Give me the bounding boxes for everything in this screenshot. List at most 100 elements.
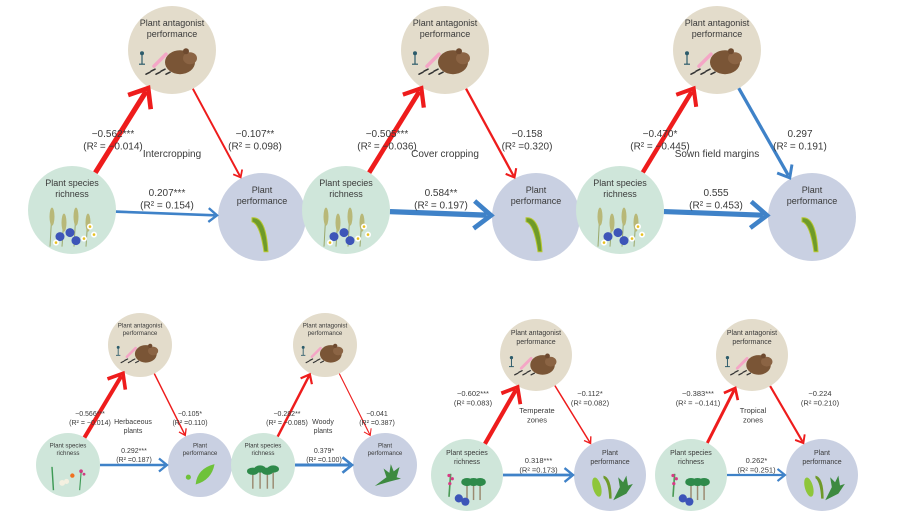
node-label-line: performance <box>237 196 288 206</box>
dropping-icon <box>438 71 444 75</box>
panel-title-line: Intercropping <box>143 149 201 160</box>
vial-icon <box>125 346 137 359</box>
coef-label-richness-performance-line: 0.584** <box>425 188 458 199</box>
arrow-antagonist-to-performance <box>153 373 187 437</box>
dropping-icon <box>120 360 125 364</box>
arrow-richness-to-antagonist-head <box>675 85 699 108</box>
node-label-line: richness <box>603 189 637 199</box>
arrow-richness-to-performance-head <box>748 199 771 230</box>
coef-label-richness-performance-line: 0.318*** <box>525 456 553 465</box>
arrow-richness-to-antagonist <box>367 85 426 174</box>
leaf-icon <box>185 464 215 485</box>
dropping-icon <box>734 370 739 374</box>
arrow-richness-to-antagonist-shaft <box>705 389 736 444</box>
mouse-pest-icon <box>116 343 159 364</box>
node-label-line: performance <box>183 450 218 457</box>
coef-label-richness-antagonist: −0.562***(R² = −0.014) <box>83 129 142 153</box>
node-label-line: richness <box>678 459 705 466</box>
dropping-icon <box>738 372 743 376</box>
node-label: Plant species richness <box>670 450 712 466</box>
arrow-richness-to-performance <box>503 467 575 483</box>
arrow-antagonist-to-performance-shaft <box>554 385 591 443</box>
dropping-icon <box>127 360 132 364</box>
node-label-line: performance <box>420 29 471 39</box>
coef-label-antagonist-performance-line: −0.224 <box>808 389 831 398</box>
vial-icon <box>152 52 168 68</box>
node-label-line: Plant antagonist <box>413 18 478 28</box>
node-label-line: performance <box>308 330 343 337</box>
coef-label-richness-antagonist-line: −0.566*** <box>75 411 105 418</box>
coef-label-richness-performance-line: (R² = 0.154) <box>140 201 194 212</box>
node-label-line: richness <box>56 450 79 457</box>
node-circle <box>353 433 417 497</box>
dropping-icon <box>690 71 696 75</box>
node-label-line: Plant antagonist <box>511 330 561 337</box>
node-circle <box>492 173 580 261</box>
coef-label-richness-antagonist: −0.282**(R² = −0.085) <box>266 411 308 427</box>
dropping-icon <box>742 370 747 374</box>
node-label-line: performance <box>787 196 838 206</box>
vial-icon <box>425 52 441 68</box>
arrow-antagonist-to-performance-shaft <box>338 373 371 435</box>
node-label-line: Plant species <box>670 450 712 457</box>
arrow-richness-to-performance <box>295 456 355 474</box>
node-label-line: Plant species <box>45 178 99 188</box>
panel-title: Cover cropping <box>411 149 479 160</box>
coef-label-richness-antagonist-line: −0.505*** <box>366 129 409 140</box>
mixed-leaves-icon <box>804 475 845 501</box>
coef-label-antagonist-performance-line: (R² =0.082) <box>571 398 610 407</box>
dropping-icon <box>730 372 735 376</box>
node-circle <box>36 433 100 497</box>
panel-title-line: Woody <box>312 419 334 426</box>
coef-label-antagonist-performance-line: −0.158 <box>512 129 543 140</box>
coef-label-antagonist-performance: −0.224(R² =0.210) <box>801 389 840 407</box>
arrow-richness-to-performance-head <box>472 199 495 231</box>
mixed-vegetation-icon <box>671 473 710 506</box>
mouse-pest-icon <box>412 48 470 75</box>
arrow-richness-to-antagonist <box>276 372 313 438</box>
arrow-richness-to-performance-shaft <box>663 209 764 218</box>
node-label-line: Plant <box>526 185 547 195</box>
coef-label-richness-antagonist-line: (R² = −0.014) <box>83 142 142 153</box>
node-circle <box>218 173 306 261</box>
vial-icon <box>310 346 322 359</box>
node-circle <box>786 439 858 511</box>
coef-label-antagonist-performance-line: 0.297 <box>787 129 812 140</box>
mouse-pest-icon <box>139 48 197 75</box>
coef-label-richness-antagonist-line: (R² = −0.036) <box>357 142 416 153</box>
node-label-line: Plant antagonist <box>685 18 750 28</box>
wheat-cornflower-icon <box>323 207 371 247</box>
coef-label-richness-antagonist-line: (R² =0.083) <box>454 398 493 407</box>
node-label-line: richness <box>454 459 481 466</box>
arrow-richness-to-antagonist-head <box>300 372 313 385</box>
node-circle <box>768 173 856 261</box>
coef-label-richness-antagonist: −0.566*** (R² = −0.014) <box>69 411 111 427</box>
arrow-antagonist-to-performance-head <box>505 167 518 179</box>
coef-label-richness-antagonist-line: (R² = −0.014) <box>69 420 111 427</box>
coef-label-antagonist-performance-line: (R² =0.320) <box>502 142 553 153</box>
panel-title-line: Temperate <box>519 406 554 415</box>
dropping-icon <box>418 71 424 75</box>
coef-label-richness-performance-line: (R² = 0.197) <box>414 201 468 212</box>
coef-label-richness-performance: 0.207***(R² = 0.154) <box>140 188 194 212</box>
coef-label-richness-performance: 0.262*(R² =0.251) <box>737 456 776 474</box>
node-label-line: richness <box>55 189 89 199</box>
grass-blade-icon <box>251 217 269 253</box>
